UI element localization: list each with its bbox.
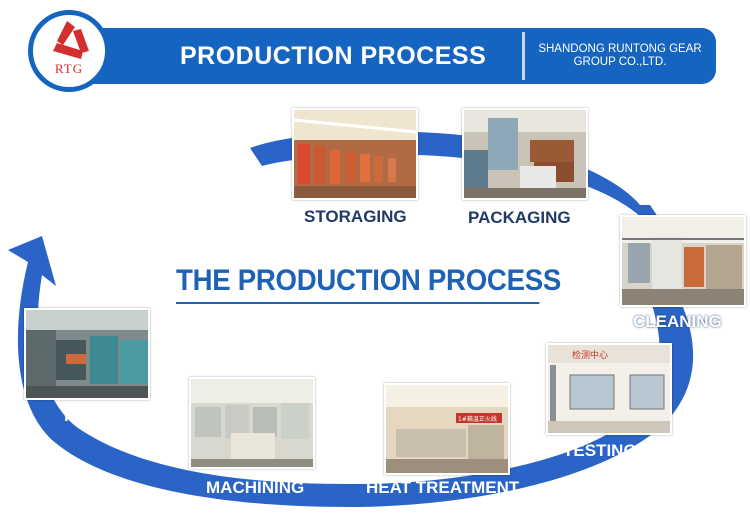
cleaning-photo [620,215,746,307]
heat-line-sign: 1#箱温正火线 [458,415,497,423]
packaging-photo [462,108,588,200]
storaging-photo [292,108,418,200]
logo-text: RTG [54,61,84,76]
stage-label-forging: FORGING [64,406,144,425]
header-divider [522,32,525,80]
testing-photo: 检测中心 [546,343,672,435]
stage-label-heat-treatment: HEAT TREATMENT [366,478,520,497]
center-heading: THE PRODUCTION PROCESS [176,264,561,304]
machining-photo [189,377,315,469]
forging-photo [24,308,150,400]
stage-label-storaging: STORAGING [304,207,407,226]
stage-label-cleaning: CLEANING [633,312,722,331]
header-banner: PRODUCTION PROCESS SHANDONG RUNTONG GEAR… [60,28,716,84]
heat-treatment-photo: 1#箱温正火线 [384,383,510,475]
stage-label-testing: TESTING [563,441,637,460]
stage-label-packaging: PACKAGING [468,208,571,227]
testing-center-sign: 检测中心 [572,349,608,361]
company-logo: RTG [28,10,110,92]
page-title: PRODUCTION PROCESS [180,42,487,70]
company-name: SHANDONG RUNTONG GEAR GROUP CO.,LTD. [538,43,702,68]
logo-mark-icon [53,21,89,59]
stage-label-machining: MACHINING [206,478,305,497]
